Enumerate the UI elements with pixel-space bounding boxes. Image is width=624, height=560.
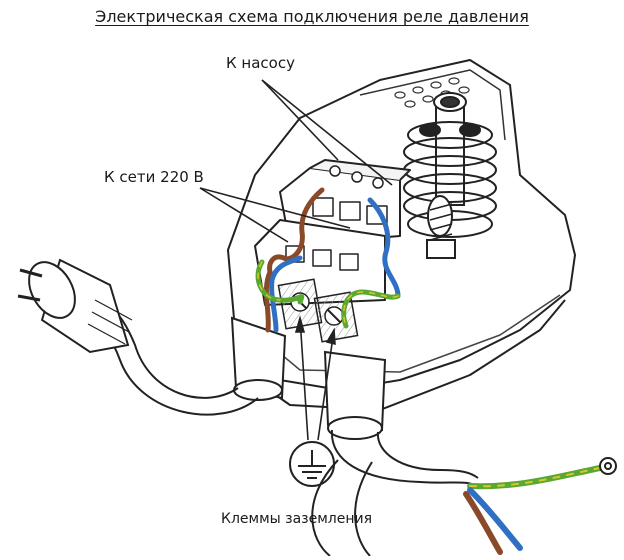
label-ground-terminals: Клеммы заземления [221, 511, 373, 527]
internal-wiring [255, 187, 401, 333]
cable-glands [230, 316, 387, 440]
leader-lines [199, 79, 393, 441]
pump-cable [311, 429, 479, 557]
adjustment-spring [403, 92, 497, 259]
euro-plug-icon [17, 258, 133, 354]
pump-wire-ends [463, 465, 603, 555]
ring-terminal-icon [599, 457, 617, 475]
ground-symbol-icon [289, 441, 335, 487]
page-title: Электрическая схема подключения реле дав… [95, 7, 529, 26]
label-to-mains: К сети 220 В [104, 168, 204, 186]
label-to-pump: К насосу [226, 54, 295, 72]
